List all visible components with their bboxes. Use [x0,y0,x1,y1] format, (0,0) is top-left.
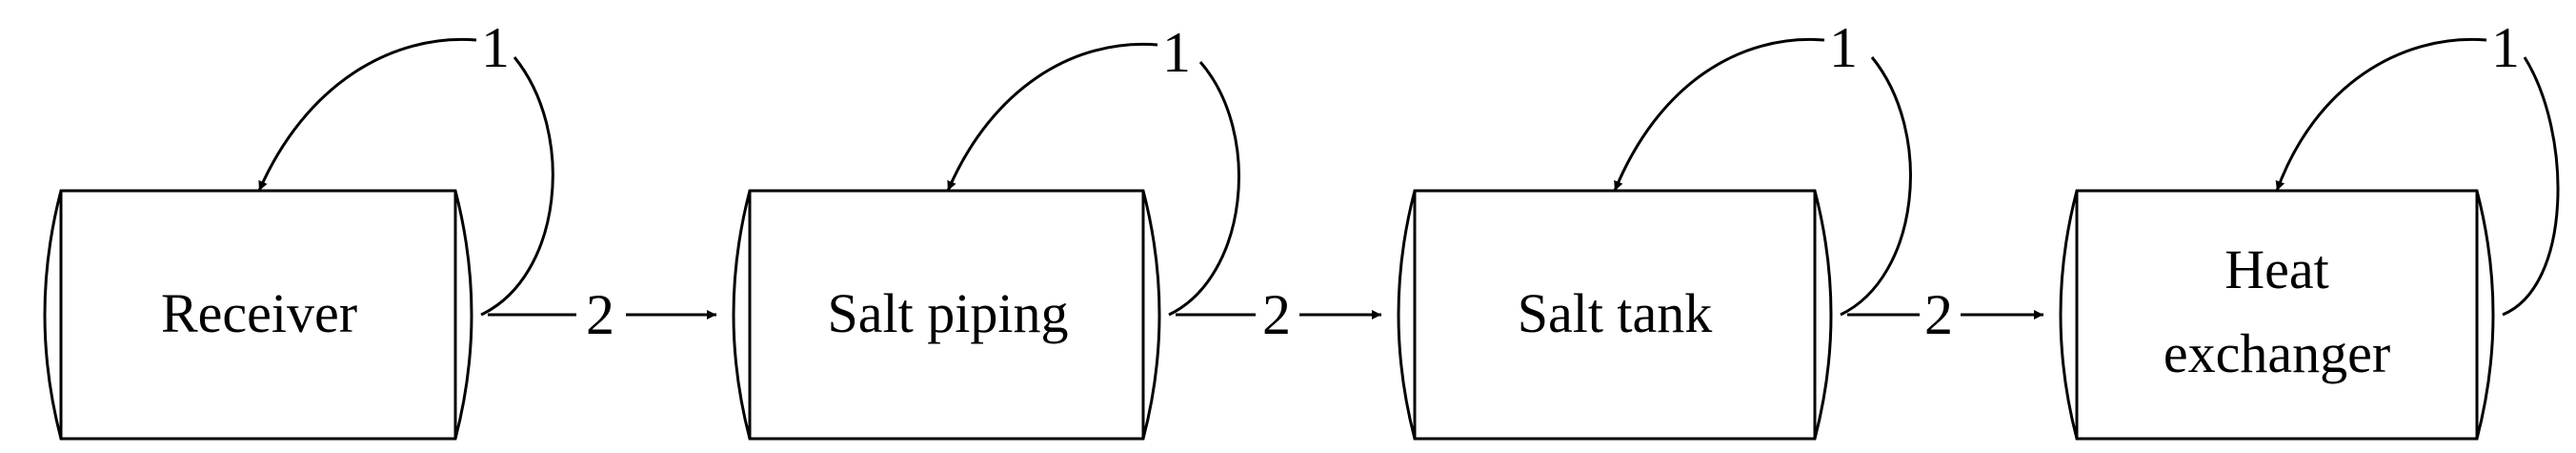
self-loop-label: 1 [1162,21,1191,84]
self-loop-arrow [480,56,554,317]
self-loop-arrow [1168,61,1240,317]
self-loop-arrow-return [2275,37,2487,192]
node-salt-tank: Salt tank [1397,189,1833,441]
transition-salt-piping-to-salt-tank: 2 [1176,283,1381,346]
transition-salt-tank-to-heat-exchanger: 2 [1847,283,2043,346]
transition-receiver-to-salt-piping: 2 [488,283,716,346]
transition-label: 2 [1924,283,1953,346]
node-heat-exchanger: Heat exchanger [2059,189,2495,441]
self-loop-label: 1 [1829,16,1858,79]
self-loop-arrow-return [1613,37,1825,192]
node-label: Receiver [161,282,357,344]
self-loop-arrow-return [946,42,1158,192]
node-receiver: Receiver [43,189,473,441]
transition-label: 2 [586,283,614,346]
self-loop-arrow-return [257,37,477,192]
self-loop-heat-exchanger: 1 [2275,16,2560,317]
node-label-line-2: exchanger [2163,322,2390,384]
self-loop-arrow [1840,56,1912,317]
node-label-line-1: Heat [2224,238,2329,300]
self-loop-label: 1 [2491,16,2520,79]
self-loop-salt-piping: 1 [946,21,1240,317]
node-label: Salt piping [828,282,1069,344]
self-loop-label: 1 [481,16,510,79]
transition-label: 2 [1262,283,1291,346]
node-label: Salt tank [1518,282,1713,344]
self-loop-receiver: 1 [257,16,554,317]
self-loop-salt-tank: 1 [1613,16,1912,317]
self-loop-arrow [2502,56,2560,317]
node-shape [2059,189,2495,441]
node-salt-piping: Salt piping [732,189,1161,441]
